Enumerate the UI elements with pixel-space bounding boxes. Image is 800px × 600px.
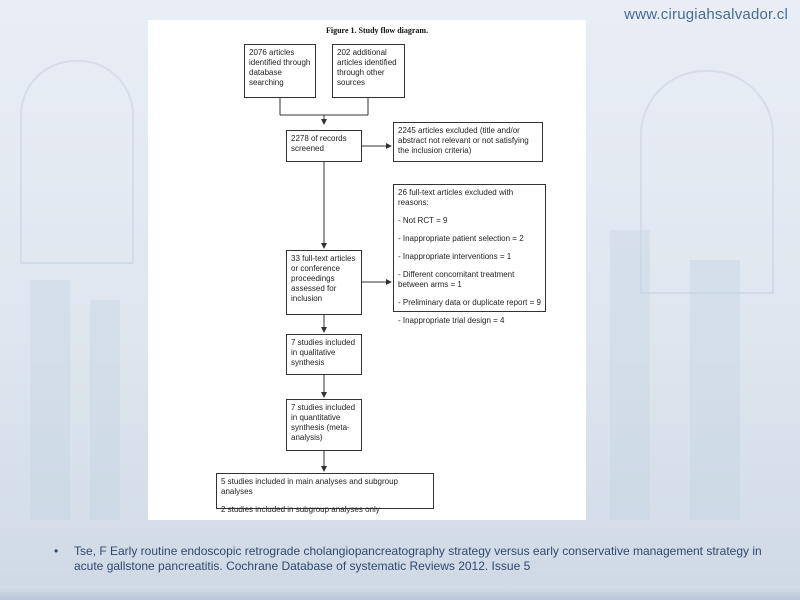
background-column-left (30, 280, 70, 520)
flow-arrows (279, 98, 392, 472)
box-fulltext-text: 33 full-text articles or conference proc… (291, 254, 356, 303)
box-excluded-screening-text: 2245 articles excluded (title and/or abs… (398, 126, 529, 155)
box-qualitative-text: 7 studies included in qualitative synthe… (291, 338, 356, 367)
exclusion-item: - Inappropriate trial design = 4 (398, 316, 505, 325)
citation-body: Tse, F Early routine endoscopic retrogra… (74, 544, 762, 573)
flow-diagram-panel: Figure 1. Study flow diagram. 2076 artic… (148, 20, 586, 520)
final-line-main: 5 studies included in main analyses and … (221, 477, 399, 496)
box-fulltext-exclusions: 26 full-text articles excluded with reas… (393, 184, 546, 325)
box-other-sources: 202 additional articles identified throu… (332, 44, 405, 98)
background-column-right (610, 230, 650, 520)
box-fulltext-assessed: 33 full-text articles or conference proc… (286, 250, 362, 315)
box-other-sources-text: 202 additional articles identified throu… (337, 48, 397, 87)
citation-text: Tse, F Early routine endoscopic retrogra… (52, 544, 772, 574)
background-column-right-2 (690, 260, 740, 520)
box-screened-text: 2278 of records screened (291, 134, 347, 153)
box-final-studies: 5 studies included in main analyses and … (216, 473, 434, 514)
background-arch-left (20, 60, 134, 264)
watermark-url: www.cirugiahsalvador.cl (624, 6, 788, 23)
exclusion-item: - Not RCT = 9 (398, 216, 448, 225)
exclusion-item: - Preliminary data or duplicate report =… (398, 298, 541, 307)
box-qualitative-synthesis: 7 studies included in qualitative synthe… (286, 334, 362, 375)
exclusion-item: - Inappropriate patient selection = 2 (398, 234, 524, 243)
citation-bullet: • (54, 544, 59, 558)
final-line-subgroup: 2 studies included in subgroup analyses … (221, 505, 380, 514)
figure-title: Figure 1. Study flow diagram. (326, 26, 429, 35)
fulltext-exclusions-header: 26 full-text articles excluded with reas… (398, 188, 514, 207)
background-arch-right (640, 70, 774, 294)
box-excluded-screening: 2245 articles excluded (title and/or abs… (393, 122, 543, 162)
box-database-text: 2076 articles identified through databas… (249, 48, 311, 87)
background-column-left-2 (90, 300, 120, 520)
box-quantitative-synthesis: 7 studies included in quantitative synth… (286, 399, 362, 451)
box-quantitative-text: 7 studies included in quantitative synth… (291, 403, 356, 442)
exclusion-item: - Inappropriate interventions = 1 (398, 252, 512, 261)
exclusion-item: - Different concomitant treatment betwee… (398, 270, 515, 289)
footer-band (0, 586, 800, 600)
box-database-searching: 2076 articles identified through databas… (244, 44, 316, 98)
box-records-screened: 2278 of records screened (286, 130, 362, 162)
